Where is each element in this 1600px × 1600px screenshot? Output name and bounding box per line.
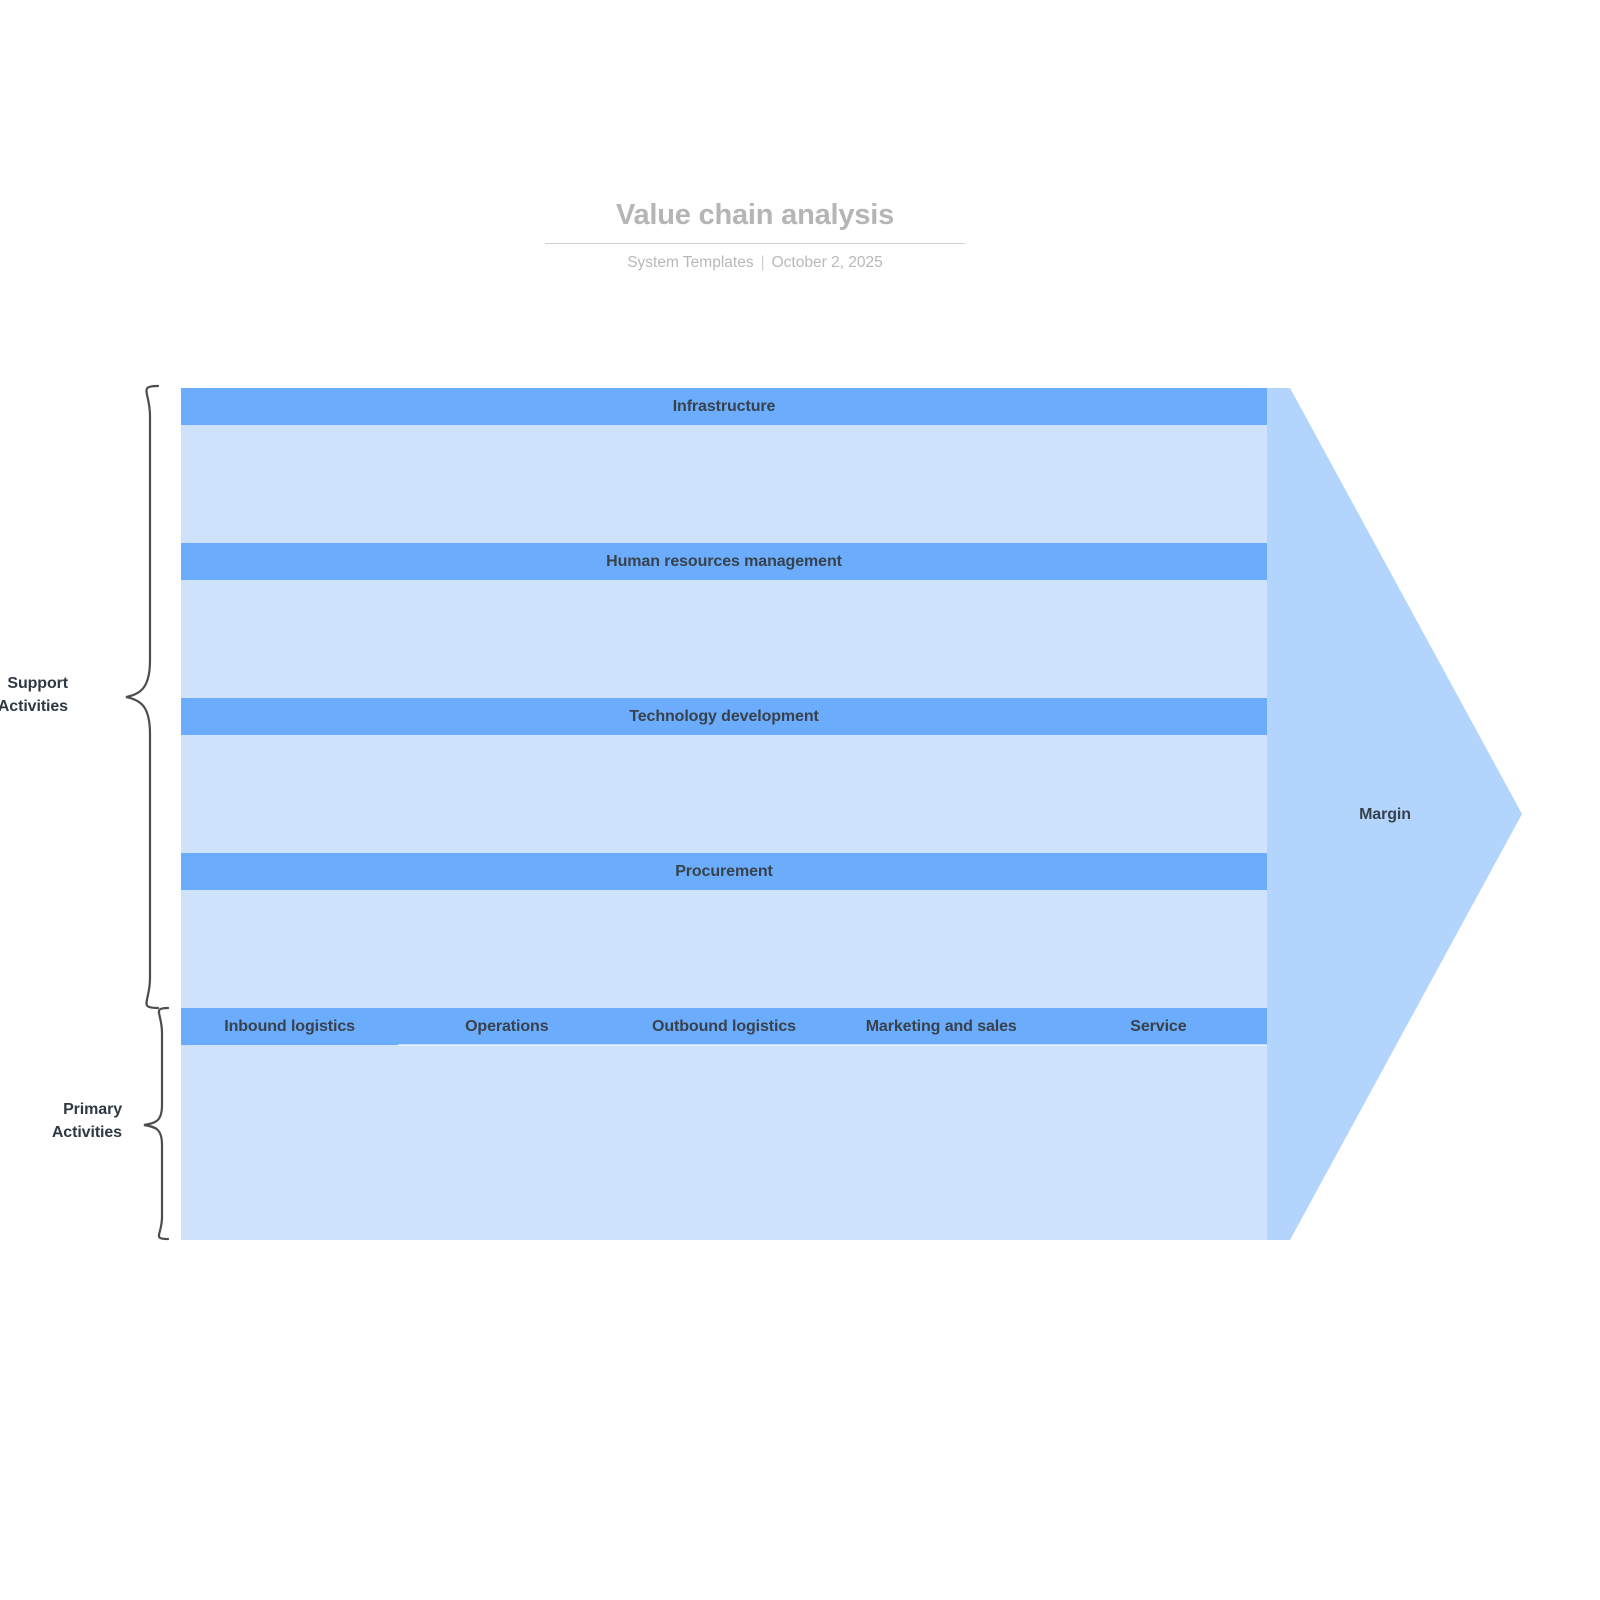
primary-activities-label-line1: Primary [63,1101,122,1118]
support-activities-label-line2: Activities [0,698,68,715]
support-activities-brace [125,384,160,1010]
primary-activities-bar: Inbound logistics Operations Outbound lo… [181,1008,1268,1046]
primary-activities-band: Inbound logistics Operations Outbound lo… [181,1008,1268,1240]
value-chain-grid: Infrastructure Human resources managemen… [181,388,1268,1240]
primary-cell-inbound-logistics[interactable]: Inbound logistics [181,1008,398,1045]
primary-activities-label: Primary Activities [0,1098,122,1144]
primary-label-inbound-logistics: Inbound logistics [224,1017,355,1035]
support-row-hr-management[interactable]: Human resources management [181,543,1267,698]
primary-cell-outbound-logistics[interactable]: Outbound logistics [615,1008,833,1046]
primary-cell-operations[interactable]: Operations [398,1008,616,1046]
subtitle-date: October 2, 2025 [771,254,883,271]
support-row-technology-development[interactable]: Technology development [181,698,1267,853]
primary-cell-marketing-and-sales[interactable]: Marketing and sales [832,1008,1051,1046]
margin-label: Margin [1359,806,1411,823]
support-activities-label: Support Activities [0,672,68,718]
primary-activities-label-line2: Activities [51,1124,122,1141]
page-title: Value chain analysis [545,196,965,244]
primary-cell-service[interactable]: Service [1049,1008,1268,1046]
primary-label-outbound-logistics: Outbound logistics [652,1017,796,1035]
document-subtitle: System Templates | October 2, 2025 [545,253,965,272]
document-header: Value chain analysis System Templates | Oc… [545,196,965,272]
support-label-infrastructure: Infrastructure [672,397,776,415]
primary-label-marketing-and-sales: Marketing and sales [865,1017,1017,1035]
support-activities-label-line1: Support [7,675,68,692]
support-label-procurement: Procurement [675,862,773,880]
subtitle-source: System Templates [627,254,754,271]
primary-label-operations: Operations [465,1017,549,1035]
subtitle-separator: | [760,254,765,271]
support-bar-infrastructure[interactable]: Infrastructure [181,388,1267,425]
support-bar-procurement[interactable]: Procurement [181,853,1267,890]
support-label-technology-development: Technology development [629,707,819,725]
support-bar-hr-management[interactable]: Human resources management [181,543,1267,580]
support-row-infrastructure[interactable]: Infrastructure [181,388,1267,543]
primary-label-service: Service [1130,1017,1187,1035]
support-row-procurement[interactable]: Procurement [181,853,1267,1008]
support-bar-technology-development[interactable]: Technology development [181,698,1267,735]
primary-activities-brace [143,1006,170,1241]
support-label-hr-management: Human resources management [606,552,842,570]
